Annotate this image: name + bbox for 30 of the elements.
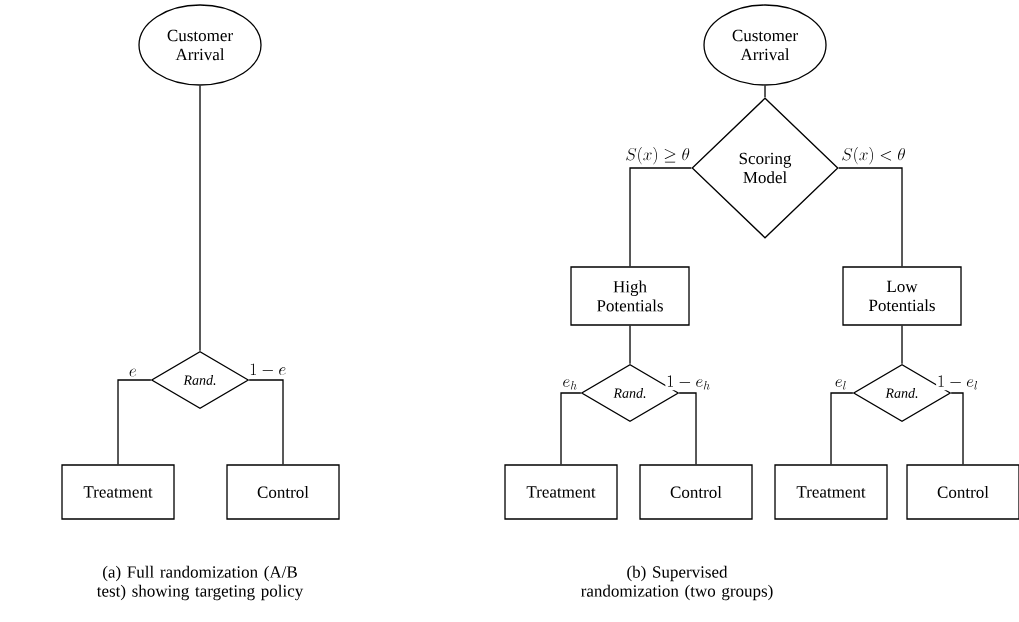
process-box: Treatment: [61, 464, 175, 520]
connector-line: [560, 392, 582, 465]
edge-label: $1-e_l$: [936, 374, 980, 391]
edge-label: $e$: [127, 367, 138, 378]
process-box: High Potentials: [570, 266, 690, 326]
connector-line: [248, 379, 284, 465]
connector-line: [764, 85, 766, 98]
process-box: Control: [226, 464, 340, 520]
process-box: Control: [639, 464, 753, 520]
process-box: Control: [906, 464, 1019, 520]
edge-label: $S(x) \geq \theta$: [624, 146, 691, 166]
connector-line: [838, 167, 903, 267]
connector-line: [629, 167, 692, 267]
edge-label: $1-e_h$: [665, 374, 712, 391]
connector-line: [629, 325, 631, 365]
edge-label: $S(x) < \theta$: [840, 146, 907, 166]
connector-line: [901, 325, 903, 365]
caption: (b) Supervised randomization (two groups): [581, 565, 773, 601]
process-box: Low Potentials: [842, 266, 962, 326]
connector-line: [199, 85, 201, 352]
connector-line: [678, 392, 697, 465]
caption: (a) Full randomization (A/B test) showing targeting policy: [96, 565, 304, 601]
connector-line: [950, 392, 964, 465]
connector-line: [830, 392, 854, 465]
edge-label: $1-e$: [248, 362, 288, 378]
edge-label: $e_h$: [561, 378, 579, 391]
process-box: Treatment: [504, 464, 618, 520]
connector-line: [117, 379, 152, 465]
process-box: Treatment: [774, 464, 888, 520]
edge-label: $e_l$: [833, 378, 848, 391]
